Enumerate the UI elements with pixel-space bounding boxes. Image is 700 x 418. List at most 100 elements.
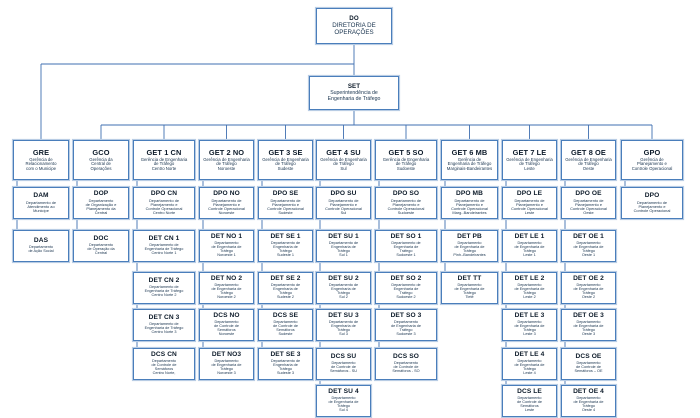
node-code: DET CN 3	[148, 314, 180, 322]
node-code: DET NO3	[211, 351, 242, 359]
node-code: DET SO 1	[390, 233, 422, 241]
node-code: DET SU 2	[328, 275, 359, 283]
node-code: DPO LE	[516, 190, 543, 198]
node-code: DPO NO	[213, 190, 240, 198]
node-code: DET SE 1	[270, 233, 301, 241]
node-code: GET 8 OE	[571, 148, 606, 158]
node-code: DET LE 2	[514, 275, 545, 283]
node-code: DET LE 1	[514, 233, 545, 241]
node-code: GET 6 MB	[451, 148, 488, 158]
node-code: DPO CN	[150, 190, 178, 198]
node-code: DO	[349, 14, 359, 22]
node-code: DET SE 3	[270, 351, 301, 359]
node-code: DCS SU	[330, 353, 357, 361]
node-code: GET 3 SE	[268, 148, 303, 158]
node-code: DET OE 3	[573, 312, 604, 320]
node-code: DCS NO	[213, 312, 240, 320]
node-code: DET PB	[457, 233, 482, 241]
